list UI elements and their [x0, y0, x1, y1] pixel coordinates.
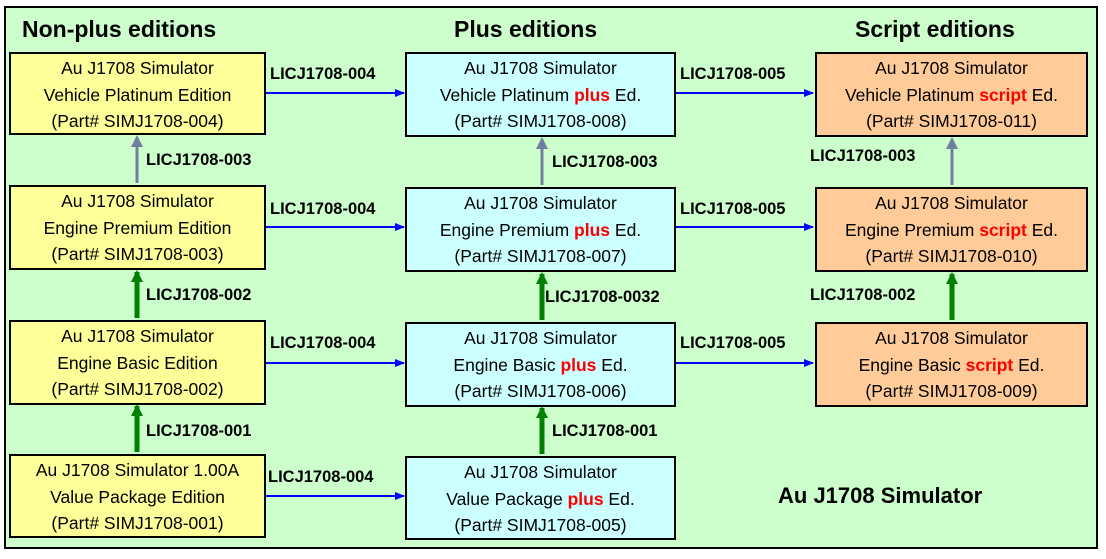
- edition-keyword: plus: [574, 84, 611, 105]
- license-label: LICJ1708-005: [680, 334, 786, 352]
- node-text: Ed.: [610, 219, 642, 240]
- node-line: Au J1708 Simulator: [875, 193, 1028, 213]
- node-s-premium: Au J1708 Simulator Engine Premium script…: [815, 187, 1088, 272]
- node-line: (Part# SIMJ1708-002): [51, 379, 224, 399]
- node-line: (Part# SIMJ1708-010): [865, 246, 1038, 266]
- node-text: Vehicle Platinum: [439, 84, 575, 105]
- node-line: Vehicle Platinum script Ed.: [817, 82, 1086, 109]
- node-p-platinum: Au J1708 Simulator Vehicle Platinum plus…: [405, 52, 676, 137]
- node-line: Engine Basic plus Ed.: [407, 352, 674, 379]
- node-text: Engine Premium: [439, 219, 575, 240]
- node-line: Au J1708 Simulator: [464, 58, 617, 78]
- license-label: LICJ1708-004: [270, 200, 376, 218]
- license-label: LICJ1708-004: [270, 334, 376, 352]
- node-text: Ed.: [1013, 354, 1045, 375]
- node-line: Au J1708 Simulator: [61, 191, 214, 211]
- license-label: LICJ1708-002: [810, 286, 916, 304]
- license-label: LICJ1708-0032: [545, 288, 660, 306]
- node-line: Engine Basic script Ed.: [817, 352, 1086, 379]
- node-p-basic: Au J1708 Simulator Engine Basic plus Ed.…: [405, 322, 676, 407]
- node-line: Vehicle Platinum plus Ed.: [407, 82, 674, 109]
- license-label: LICJ1708-001: [552, 422, 658, 440]
- node-text: Ed.: [603, 488, 635, 509]
- license-label: LICJ1708-004: [268, 468, 374, 486]
- node-line: (Part# SIMJ1708-004): [51, 111, 224, 131]
- column-title-non-plus: Non-plus editions: [22, 16, 217, 42]
- license-label: LICJ1708-004: [270, 65, 376, 83]
- license-label: LICJ1708-005: [680, 200, 786, 218]
- node-line: Au J1708 Simulator: [464, 462, 617, 482]
- node-line: (Part# SIMJ1708-001): [51, 513, 224, 533]
- node-line: Au J1708 Simulator: [61, 326, 214, 346]
- node-np-premium: Au J1708 Simulator Engine Premium Editio…: [9, 185, 266, 270]
- node-text: Ed.: [1026, 84, 1059, 105]
- node-p-value: Au J1708 Simulator Value Package plus Ed…: [405, 456, 676, 540]
- node-line: (Part# SIMJ1708-003): [51, 244, 224, 264]
- edition-keyword: script: [979, 219, 1027, 240]
- license-label: LICJ1708-005: [680, 65, 786, 83]
- node-line: Engine Premium script Ed.: [817, 217, 1086, 244]
- node-line: Engine Basic Edition: [57, 352, 218, 373]
- node-np-basic: Au J1708 Simulator Engine Basic Edition …: [9, 320, 266, 405]
- node-text: Ed.: [1026, 219, 1059, 240]
- node-line: Au J1708 Simulator: [464, 328, 617, 348]
- node-line: (Part# SIMJ1708-008): [454, 111, 627, 131]
- node-text: Engine Basic: [453, 354, 561, 375]
- node-line: (Part# SIMJ1708-009): [865, 381, 1038, 401]
- node-text: Ed.: [596, 354, 628, 375]
- node-line: Au J1708 Simulator 1.00A: [35, 460, 240, 480]
- license-label: LICJ1708-001: [146, 422, 252, 440]
- node-s-platinum: Au J1708 Simulator Vehicle Platinum scri…: [815, 52, 1088, 137]
- node-text: Engine Premium: [844, 219, 980, 240]
- node-text: Vehicle Platinum: [844, 84, 980, 105]
- node-p-premium: Au J1708 Simulator Engine Premium plus E…: [405, 187, 676, 272]
- column-title-plus: Plus editions: [454, 16, 598, 42]
- node-text: Value Package: [446, 488, 568, 509]
- node-line: Au J1708 Simulator: [875, 328, 1028, 348]
- node-line: Value Package Edition: [50, 486, 225, 507]
- node-line: Engine Premium Edition: [43, 217, 232, 238]
- license-label: LICJ1708-003: [552, 153, 658, 171]
- node-line: Vehicle Platinum Edition: [43, 84, 232, 105]
- node-line: (Part# SIMJ1708-011): [866, 111, 1037, 131]
- node-line: Value Package plus Ed.: [407, 486, 674, 513]
- edition-keyword: plus: [567, 488, 604, 509]
- node-text: Engine Basic: [858, 354, 966, 375]
- node-np-platinum: Au J1708 Simulator Vehicle Platinum Edit…: [9, 52, 266, 135]
- node-np-value: Au J1708 Simulator 1.00A Value Package E…: [9, 454, 266, 538]
- column-title-script: Script editions: [855, 16, 1015, 42]
- node-s-basic: Au J1708 Simulator Engine Basic script E…: [815, 322, 1088, 407]
- license-label: LICJ1708-002: [146, 286, 252, 304]
- node-line: (Part# SIMJ1708-005): [454, 515, 627, 535]
- node-line: (Part# SIMJ1708-007): [454, 246, 627, 266]
- brand-label: Au J1708 Simulator: [778, 483, 983, 508]
- node-text: Ed.: [610, 84, 642, 105]
- license-label: LICJ1708-003: [146, 151, 252, 169]
- license-label: LICJ1708-003: [810, 147, 916, 165]
- node-line: Au J1708 Simulator: [875, 58, 1028, 78]
- edition-keyword: script: [965, 354, 1014, 375]
- node-line: Au J1708 Simulator: [464, 193, 617, 213]
- node-line: (Part# SIMJ1708-006): [454, 381, 627, 401]
- edition-keyword: script: [979, 84, 1027, 105]
- edition-keyword: plus: [574, 219, 611, 240]
- node-line: Engine Premium plus Ed.: [407, 217, 674, 244]
- node-line: Au J1708 Simulator: [61, 58, 214, 78]
- edition-keyword: plus: [560, 354, 597, 375]
